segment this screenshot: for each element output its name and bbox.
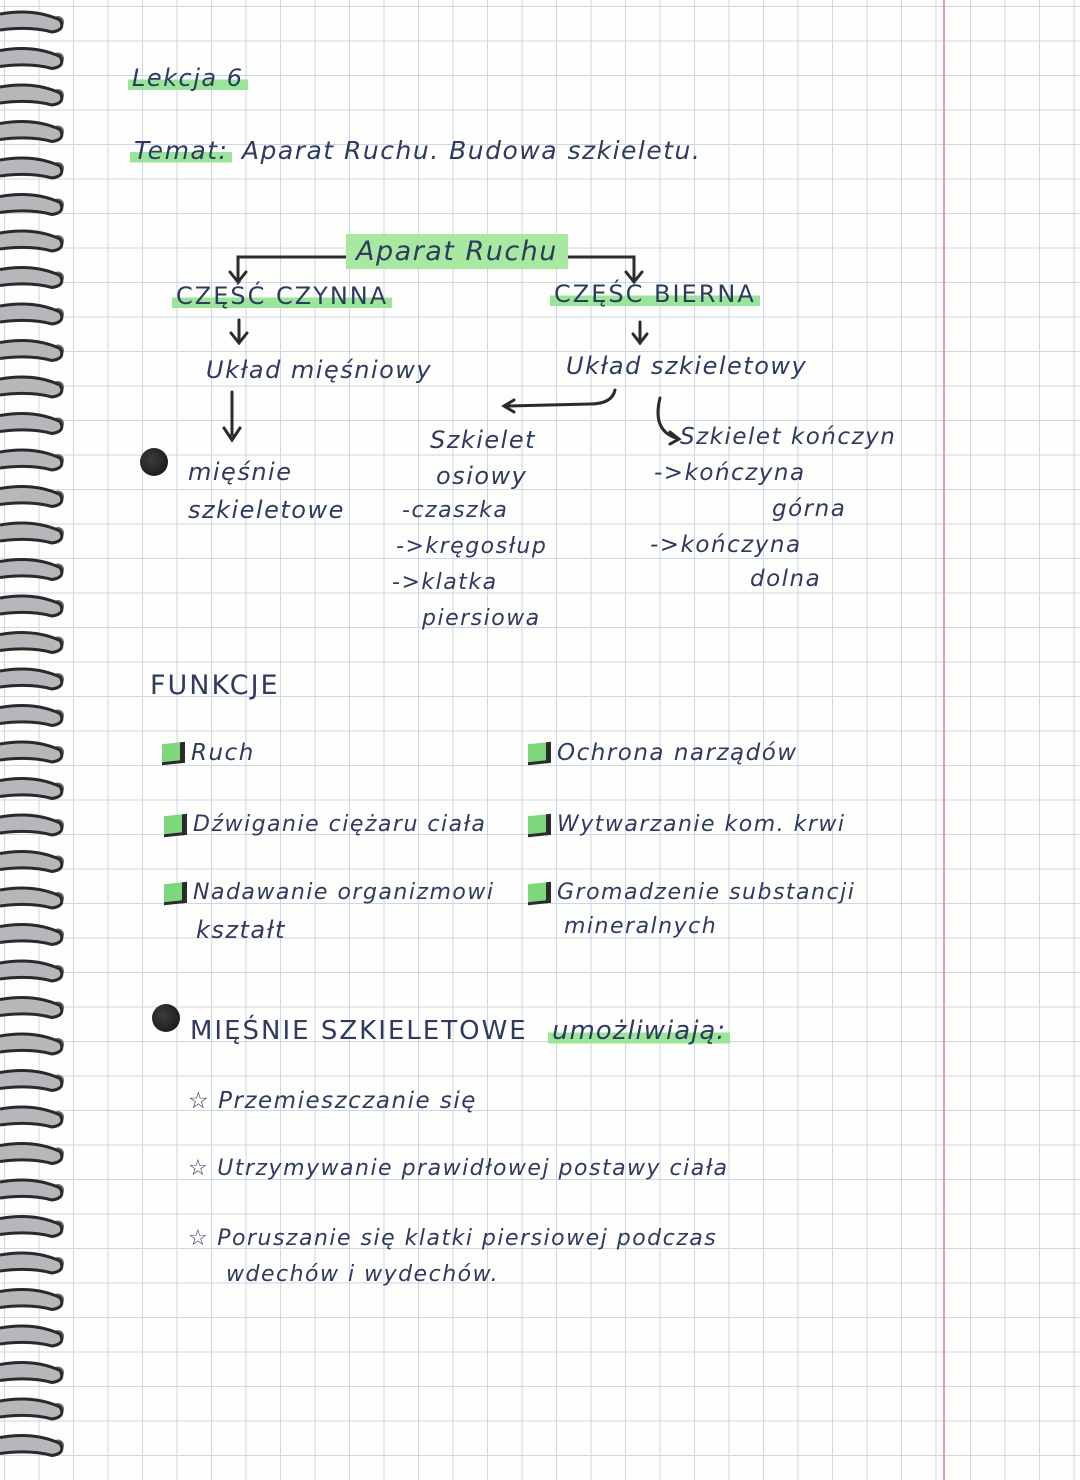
bullet-dot-1 (140, 448, 168, 476)
axial-title-1: Szkielet (430, 426, 537, 454)
spiral-coil (0, 448, 64, 472)
spiral-coil (0, 1069, 64, 1093)
spiral-coil (0, 1434, 64, 1458)
spiral-coil (0, 339, 64, 363)
function-shape-2: kształt (196, 916, 286, 944)
limbs-item-lower-2: dolna (750, 566, 822, 592)
muscle-fn-breathing: ☆Poruszanie się klatki piersiowej podcza… (188, 1226, 718, 1251)
axial-title-2: osiowy (436, 462, 528, 490)
spiral-coil (0, 1324, 64, 1348)
lesson-label: Lekcja 6 (128, 64, 248, 92)
spiral-binding (0, 10, 64, 1458)
function-minerals-2: mineralnych (564, 914, 718, 939)
muscular-system: Układ mięśniowy (206, 356, 433, 384)
spiral-coil (0, 631, 64, 655)
spiral-coil (0, 594, 64, 618)
spiral-coil (0, 266, 64, 290)
limbs-item-lower: ->kończyna (650, 532, 802, 558)
spiral-coil (0, 1215, 64, 1239)
spiral-coil (0, 813, 64, 837)
spiral-coil (0, 1251, 64, 1275)
spiral-coil (0, 704, 64, 728)
muscles-enable: umożliwiają: (547, 1016, 731, 1046)
limbs-item-upper-2: górna (772, 496, 847, 522)
skeletal-system: Układ szkieletowy (566, 352, 808, 380)
spiral-coil (0, 959, 64, 983)
function-shape: Nadawanie organizmowi (164, 880, 495, 905)
skeletal-muscles-line1: mięśnie (188, 458, 293, 486)
topic-line: Temat: Aparat Ruchu. Budowa szkieletu. (130, 136, 701, 165)
diagram-root: Aparat Ruchu (346, 234, 568, 269)
margin-line (943, 0, 945, 1480)
spiral-coil (0, 375, 64, 399)
spiral-coil (0, 10, 64, 34)
spiral-coil (0, 1142, 64, 1166)
muscles-heading: MIĘŚNIE SZKIELETOWE umożliwiają: (190, 1016, 731, 1046)
function-protection: Ochrona narządów (528, 740, 798, 766)
muscles-title: MIĘŚNIE SZKIELETOWE (190, 1016, 528, 1046)
check-icon (528, 881, 551, 905)
spiral-coil (0, 412, 64, 436)
spiral-coil (0, 850, 64, 874)
spiral-coil (0, 1361, 64, 1385)
spiral-coil (0, 923, 64, 947)
spiral-coil (0, 1178, 64, 1202)
check-icon (528, 741, 551, 766)
star-icon: ☆ (188, 1156, 210, 1181)
spiral-coil (0, 996, 64, 1020)
spiral-coil (0, 521, 64, 545)
spiral-coil (0, 47, 64, 71)
topic-text: Aparat Ruchu. Budowa szkieletu. (241, 136, 702, 165)
skeletal-muscles-line2: szkieletowe (188, 496, 345, 524)
spiral-coil (0, 1288, 64, 1312)
spiral-coil (0, 156, 64, 180)
spiral-coil (0, 120, 64, 144)
spiral-coil (0, 1397, 64, 1421)
function-minerals: Gromadzenie substancji (528, 880, 855, 905)
spiral-coil (0, 777, 64, 801)
axial-item-skull: -czaszka (402, 498, 509, 523)
spiral-coil (0, 193, 64, 217)
spiral-coil (0, 558, 64, 582)
passive-part-title: CZĘŚĆ BIERNA (550, 280, 760, 308)
functions-title: FUNKCJE (150, 670, 280, 701)
axial-item-spine: ->kręgosłup (396, 534, 548, 559)
spiral-coil (0, 667, 64, 691)
spiral-coil (0, 302, 64, 326)
active-part-title: CZĘŚĆ CZYNNA (172, 282, 393, 310)
function-movement: Ruch (162, 740, 255, 766)
function-blood-cells: Wytwarzanie kom. krwi (528, 812, 846, 837)
axial-item-ribcage: ->klatka (392, 570, 498, 595)
check-icon (162, 741, 185, 766)
limbs-item-upper: ->kończyna (654, 460, 806, 486)
star-icon: ☆ (188, 1088, 211, 1114)
topic-label: Temat: (130, 136, 233, 165)
axial-item-ribcage-2: piersiowa (422, 606, 541, 631)
function-weight: Dźwiganie ciężaru ciała (164, 812, 486, 837)
spiral-coil (0, 83, 64, 107)
spiral-coil (0, 740, 64, 764)
muscle-fn-breathing-2: wdechów i wydechów. (226, 1262, 500, 1287)
check-icon (164, 813, 187, 837)
muscle-fn-posture: ☆Utrzymywanie prawidłowej postawy ciała (188, 1156, 729, 1181)
spiral-coil (0, 1105, 64, 1129)
check-icon (528, 813, 551, 837)
check-icon (164, 881, 187, 905)
muscle-fn-move: ☆Przemieszczanie się (188, 1088, 477, 1114)
star-icon: ☆ (188, 1226, 210, 1251)
limbs-title: Szkielet kończyn (680, 424, 897, 450)
bullet-dot-2 (152, 1004, 180, 1032)
spiral-coil (0, 886, 64, 910)
spiral-coil (0, 229, 64, 253)
spiral-coil (0, 1032, 64, 1056)
spiral-coil (0, 485, 64, 509)
